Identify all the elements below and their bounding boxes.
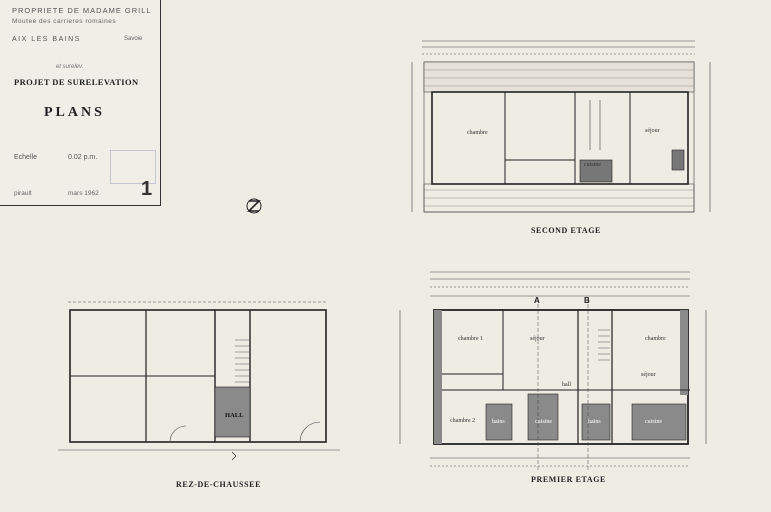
owner-text: PROPRIETE DE MADAME GRILL [12, 6, 152, 15]
room-label: chambre [645, 336, 666, 342]
room-label: cuisine [584, 162, 601, 168]
north-arrow-icon [246, 198, 262, 214]
city-text: AIX LES BAINS [12, 36, 81, 43]
architect-name: pirault [14, 190, 32, 197]
room-label: séjour [530, 336, 545, 342]
room-label: cuisine [535, 419, 552, 425]
first-floor-plan [399, 271, 707, 470]
first-floor-caption: PREMIER ETAGE [531, 475, 606, 484]
region-text: Savoie [124, 36, 143, 42]
section-mark-a: A [534, 296, 540, 305]
scale-value: 0.02 p.m. [68, 154, 98, 161]
room-label: séjour [641, 372, 656, 378]
section-mark-b: B [584, 296, 590, 305]
project-title: PROJET DE SURELEVATION [14, 77, 139, 87]
subtitle-text: Moutee des carrieres romaines [12, 18, 117, 25]
scale-label: Echelle [14, 154, 37, 161]
drawing-date: mars 1962 [68, 190, 99, 197]
sheet-title: PLANS [44, 105, 105, 120]
room-label: HALL [225, 412, 244, 419]
room-label: séjour [645, 128, 660, 134]
handwritten-note: et surelev. [56, 64, 84, 70]
room-label: bains [492, 419, 505, 425]
ground-floor-caption: REZ-DE-CHAUSSEE [176, 480, 262, 489]
ground-floor-plan [58, 301, 340, 461]
sheet-number: 1 [141, 178, 153, 200]
room-label: chambre [467, 130, 488, 136]
second-floor-plan [411, 40, 711, 213]
room-label: hall [562, 382, 571, 388]
room-label: cuisine [645, 419, 662, 425]
room-label: chambre 1 [458, 336, 484, 342]
room-label: bains [588, 419, 601, 425]
title-block: PROPRIETE DE MADAME GRILL Moutee des car… [0, 0, 161, 206]
second-floor-caption: SECOND ETAGE [531, 226, 601, 235]
room-label: chambre 2 [450, 418, 476, 424]
stamp-mark [110, 150, 156, 184]
